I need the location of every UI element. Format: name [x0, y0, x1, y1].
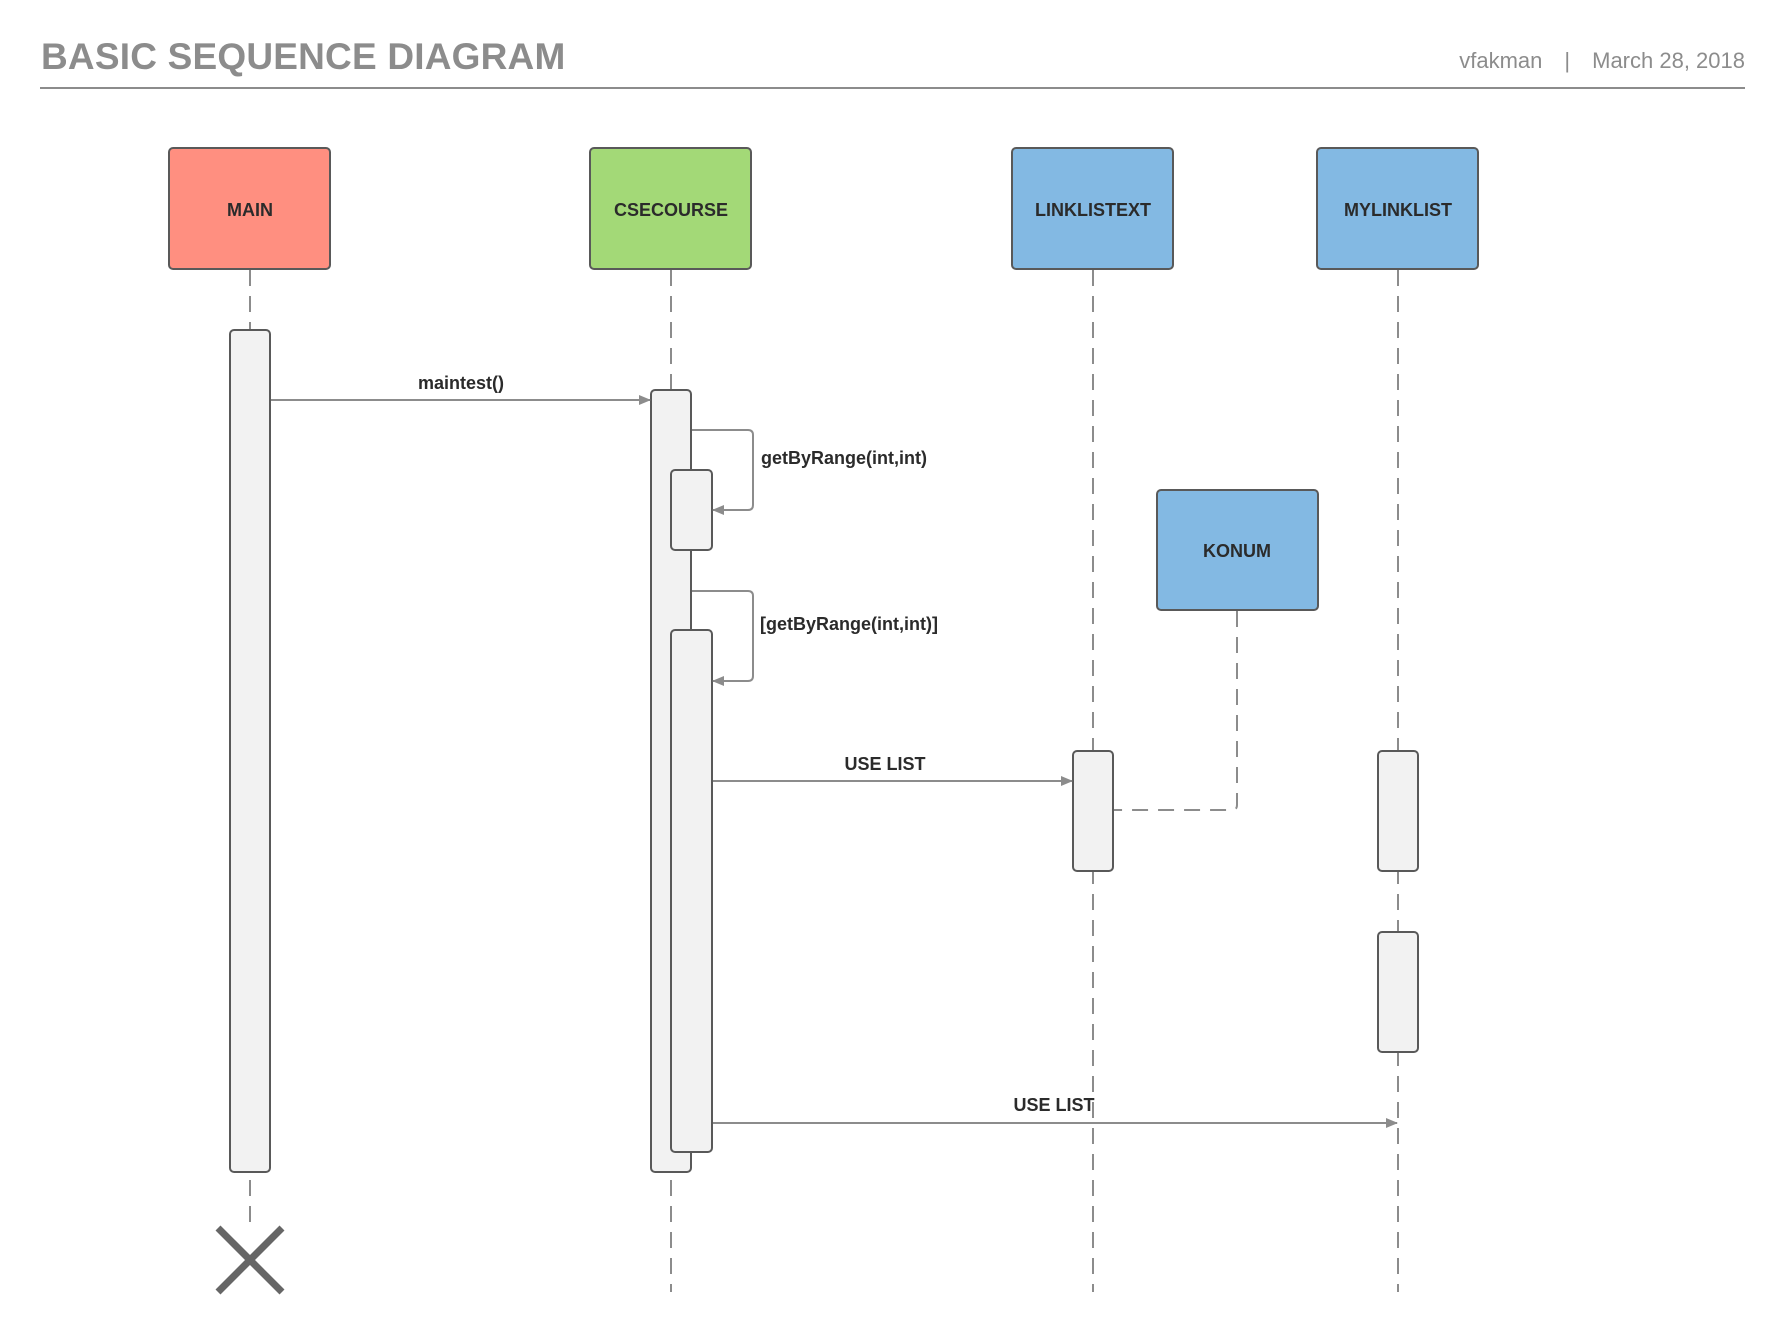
diagram-date: March 28, 2018 [1592, 48, 1745, 73]
participant-konum-label: KONUM [1203, 541, 1271, 561]
activation-csecourse-self-1[interactable] [670, 469, 713, 551]
activations [229, 329, 1419, 1173]
participant-mylinklist[interactable]: MYLINKLIST [1316, 147, 1479, 270]
header-meta: vfakman | March 28, 2018 [1459, 48, 1745, 74]
participant-csecourse-label: CSECOURSE [614, 200, 728, 220]
message-get-by-range-guard-label: [getByRange(int,int)] [760, 614, 938, 634]
message-use-list-1-label: USE LIST [844, 754, 925, 774]
participant-linklistext-label: LINKLISTEXT [1035, 200, 1151, 220]
participant-csecourse[interactable]: CSECOURSE [589, 147, 752, 270]
participant-main[interactable]: MAIN [168, 147, 331, 270]
message-get-by-range-label: getByRange(int,int) [761, 448, 927, 468]
activation-mylinklist-1[interactable] [1377, 750, 1419, 872]
header-separator: | [1564, 48, 1571, 73]
message-get-by-range-arrow[interactable] [692, 429, 754, 515]
activation-linklistext[interactable] [1072, 750, 1114, 872]
messages [271, 395, 1398, 1128]
participant-main-label: MAIN [227, 200, 273, 220]
page-title: BASIC SEQUENCE DIAGRAM [41, 36, 566, 77]
participant-konum[interactable]: KONUM [1156, 489, 1319, 611]
participant-mylinklist-label: MYLINKLIST [1344, 200, 1452, 220]
message-use-list-2-label: USE LIST [1013, 1095, 1094, 1115]
author-name: vfakman [1459, 48, 1543, 73]
konum-connector [1113, 611, 1238, 811]
message-get-by-range-guard-arrow[interactable] [692, 590, 754, 686]
activation-csecourse-self-2[interactable] [670, 629, 713, 1153]
activation-mylinklist-2[interactable] [1377, 931, 1419, 1053]
participant-linklistext[interactable]: LINKLISTEXT [1011, 147, 1174, 270]
header-divider [40, 87, 1745, 89]
message-maintest-label: maintest() [418, 373, 504, 393]
x-mark-icon [215, 1225, 285, 1295]
activation-main[interactable] [229, 329, 271, 1173]
